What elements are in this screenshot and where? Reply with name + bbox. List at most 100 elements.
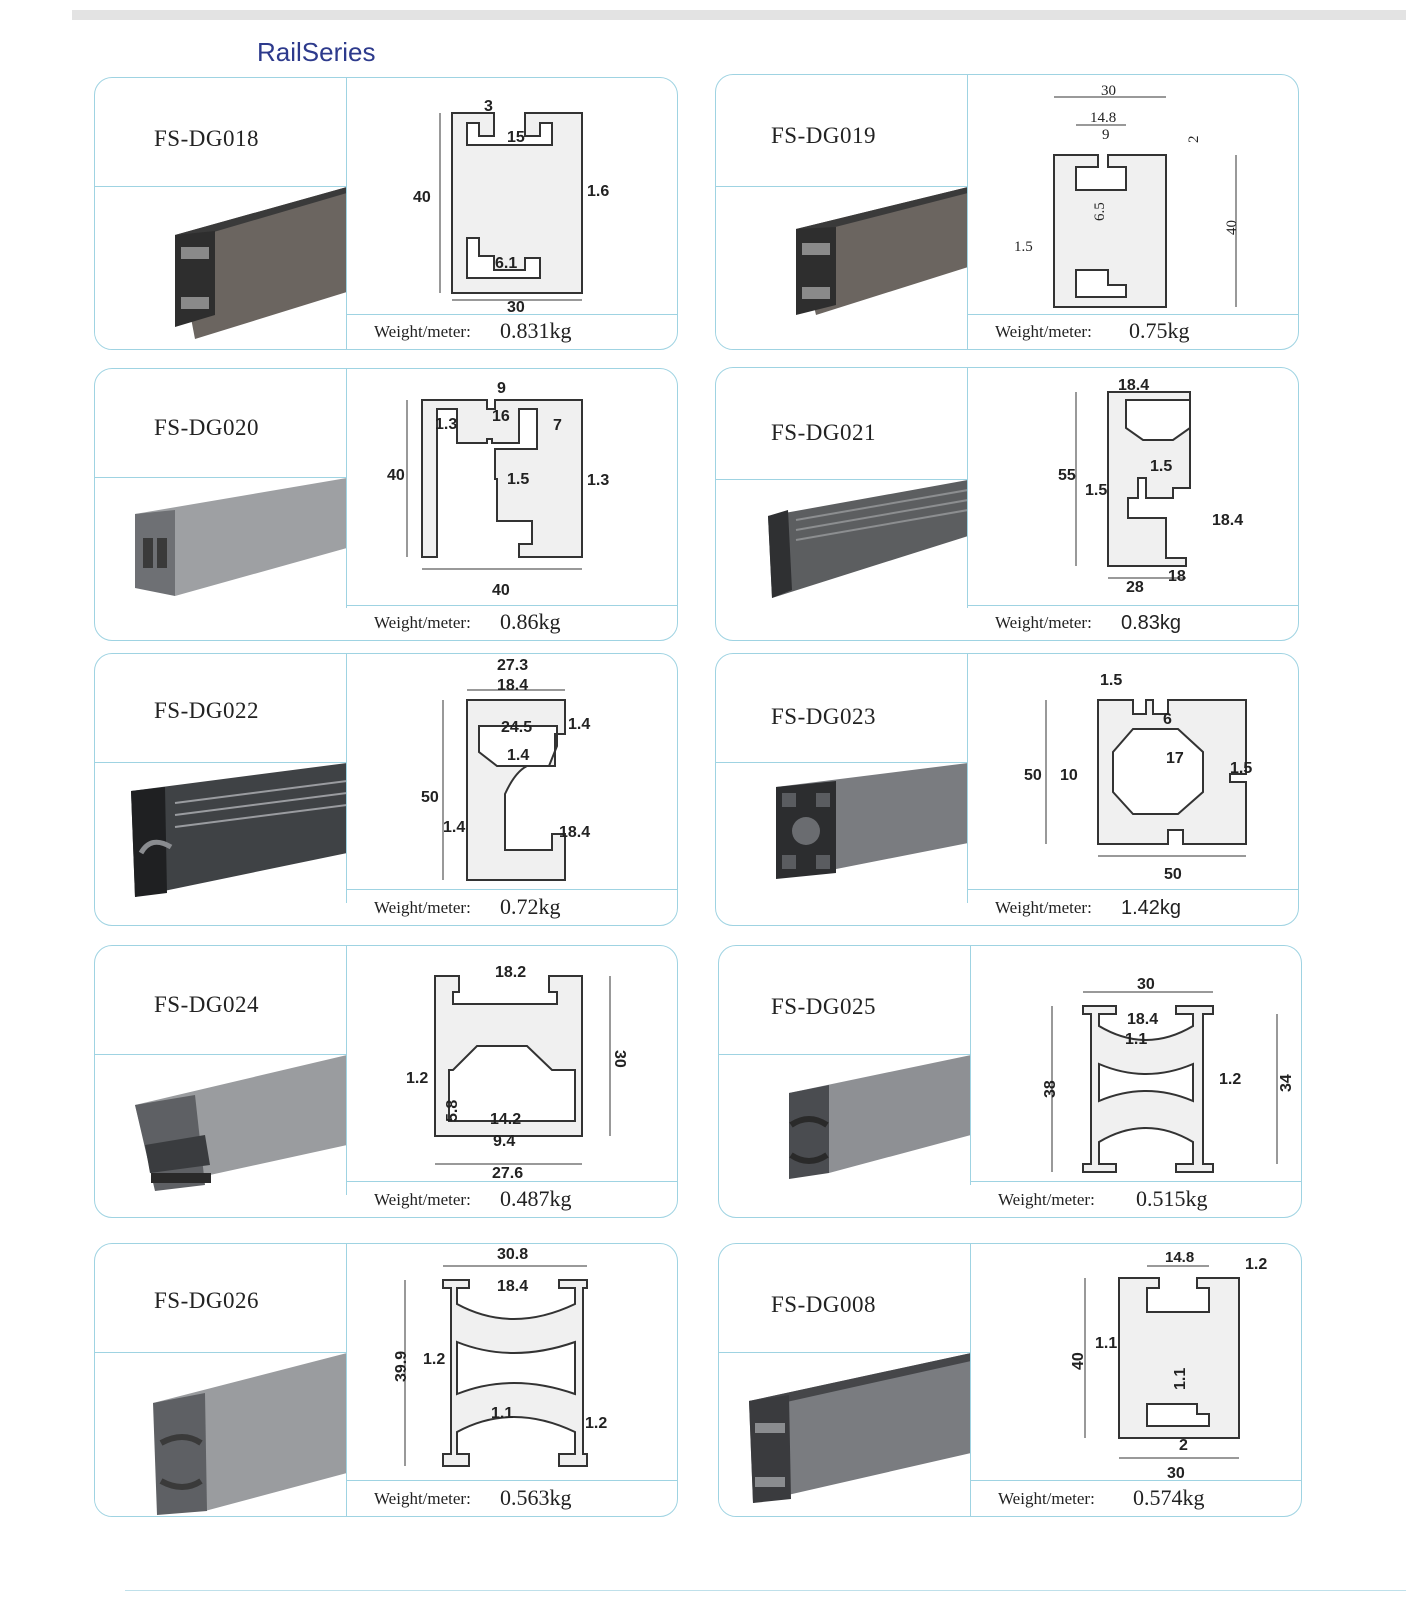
weight-label: Weight/meter:: [374, 1190, 471, 1209]
product-card-fs-dg018: FS-DG018 3 15 40 1.6 6.1 30 Weight/meter…: [94, 77, 678, 350]
weight-label: Weight/meter:: [998, 1190, 1095, 1209]
profile-drawing: 27.3 18.4 24.5 1.4 1.4 50 1.4 18.4: [347, 654, 677, 890]
dim-label: 18.4: [559, 824, 590, 841]
weight-label: Weight/meter:: [995, 322, 1092, 341]
dim-label: 30: [1101, 83, 1116, 99]
product-card-fs-dg008: FS-DG008 14.8 1.2 40 1.1 1.1 2 30 Weight…: [718, 1243, 1302, 1517]
dim-label: 24.5: [501, 719, 532, 736]
dim-label: 27.3: [497, 657, 528, 674]
dim-label: 40: [1224, 220, 1240, 235]
dim-label: 1.3: [435, 416, 457, 433]
product-code-box: FS-DG019: [716, 75, 968, 187]
dim-label: 40: [413, 189, 431, 206]
weight-row: Weight/meter: 0.487kg: [347, 1180, 677, 1217]
dim-label: 34: [1278, 1074, 1295, 1092]
dim-label: 1.5: [1150, 458, 1172, 475]
dim-label: 1.1: [1095, 1335, 1117, 1352]
dim-label: 1.4: [443, 819, 465, 836]
product-code-box: FS-DG023: [716, 654, 968, 763]
dim-label: 1.1: [1172, 1368, 1189, 1390]
weight-label: Weight/meter:: [998, 1489, 1095, 1508]
weight-row: Weight/meter: 0.86kg: [347, 604, 677, 640]
product-card-fs-dg025: FS-DG025 30 18.4 1.1 1.2 38 34 Weight/me…: [718, 945, 1302, 1218]
weight-value: 0.487kg: [500, 1186, 572, 1211]
product-code-box: FS-DG026: [95, 1244, 347, 1353]
weight-row: Weight/meter: 0.75kg: [968, 313, 1298, 349]
product-code-box: FS-DG022: [95, 654, 347, 763]
weight-label: Weight/meter:: [374, 613, 471, 632]
dim-label: 1.2: [423, 1351, 445, 1368]
weight-row: Weight/meter: 0.72kg: [347, 888, 677, 925]
weight-label: Weight/meter:: [374, 322, 471, 341]
profile-drawing: 9 16 1.3 7 40 1.5 1.3 40: [347, 369, 677, 606]
dim-label: 10: [1060, 767, 1078, 784]
dim-label: 30: [1137, 976, 1155, 993]
product-code-box: FS-DG024: [95, 946, 347, 1055]
weight-row: Weight/meter: 0.83kg: [968, 604, 1298, 640]
dim-label: 2: [1179, 1437, 1188, 1454]
dim-label: 14.2: [490, 1111, 521, 1128]
product-card-fs-dg022: FS-DG022 27.3 18.4 24.5 1.4 1.4 50 1.4 1…: [94, 653, 678, 926]
dim-label: 39.9: [393, 1351, 410, 1382]
weight-value: 0.515kg: [1136, 1186, 1208, 1211]
rail-photo: [95, 1353, 347, 1516]
profile-drawing: 1.5 6 17 50 10 1.5 50: [968, 654, 1298, 890]
dim-label: 18.4: [1212, 512, 1243, 529]
dim-label: 27.6: [492, 1165, 523, 1182]
dim-label: 14.8: [1090, 110, 1116, 126]
weight-value: 0.86kg: [500, 609, 561, 634]
weight-row: Weight/meter: 0.515kg: [971, 1180, 1301, 1217]
dim-label: 1.1: [491, 1405, 513, 1422]
weight-row: Weight/meter: 0.563kg: [347, 1479, 677, 1516]
dim-label: 50: [1164, 866, 1182, 883]
bottom-divider-line: [125, 1590, 1406, 1591]
dim-label: 15: [507, 129, 525, 146]
product-card-fs-dg024: FS-DG024 18.2 30 1.2 5.8 14.2 9.4 27.6 W…: [94, 945, 678, 1218]
product-code: FS-DG022: [154, 698, 259, 723]
dim-label: 9: [497, 380, 506, 397]
product-card-fs-dg021: FS-DG021 18.4 55 1.5 1.5 18.4 28 18 Weig…: [715, 367, 1299, 641]
dim-label: 18.2: [495, 964, 526, 981]
dim-label: 40: [387, 467, 405, 484]
product-code-box: FS-DG025: [719, 946, 971, 1055]
dim-label: 1.2: [406, 1070, 428, 1087]
product-card-fs-dg020: FS-DG020 9 16 1.3 7 40 1.5 1.3 40 Weight…: [94, 368, 678, 641]
product-code-box: FS-DG018: [95, 78, 347, 187]
dim-label: 1.3: [587, 472, 609, 489]
dim-label: 38: [1042, 1080, 1059, 1098]
dim-label: 6: [1163, 711, 1172, 728]
dim-label: 18.4: [1118, 377, 1149, 394]
dim-label: 30: [507, 299, 525, 315]
product-card-fs-dg023: FS-DG023 1.5 6 17 50 10 1.5 50 Weight/m: [715, 653, 1299, 926]
dim-label: 1.5: [1014, 239, 1033, 255]
dim-label: 18.4: [497, 677, 528, 694]
weight-value: 0.563kg: [500, 1485, 572, 1510]
dim-label: 50: [421, 789, 439, 806]
weight-label: Weight/meter:: [995, 898, 1092, 917]
product-code-box: FS-DG020: [95, 369, 347, 478]
dim-label: 1.5: [1100, 672, 1122, 689]
dim-label: 28: [1126, 579, 1144, 596]
rail-photo: [95, 763, 347, 903]
dim-label: 7: [553, 417, 562, 434]
product-card-fs-dg026: FS-DG026 30.8 18.4 39.9 1.2 1.1 1.2 Weig…: [94, 1243, 678, 1517]
profile-drawing: 30 14.8 9 2 6.5 1.5 40: [968, 75, 1298, 315]
weight-label: Weight/meter:: [374, 1489, 471, 1508]
rail-photo: [95, 1055, 347, 1195]
dim-label: 1.5: [1230, 760, 1252, 777]
profile-drawing: 3 15 40 1.6 6.1 30: [347, 78, 677, 315]
dim-label: 18.4: [497, 1278, 528, 1295]
weight-label: Weight/meter:: [374, 898, 471, 917]
weight-value: 0.83kg: [1121, 612, 1182, 634]
dim-label: 40: [492, 582, 510, 599]
product-code: FS-DG018: [154, 126, 259, 151]
profile-drawing: 18.4 55 1.5 1.5 18.4 28 18: [968, 368, 1298, 606]
weight-value: 0.831kg: [500, 318, 572, 343]
weight-row: Weight/meter: 0.574kg: [971, 1479, 1301, 1516]
product-code: FS-DG025: [771, 994, 876, 1019]
dim-label: 6.5: [1092, 202, 1108, 221]
weight-value: 1.42kg: [1121, 897, 1182, 919]
series-title: RailSeries: [257, 37, 376, 67]
dim-label: 1.5: [507, 471, 529, 488]
rail-photo: [719, 1055, 971, 1185]
